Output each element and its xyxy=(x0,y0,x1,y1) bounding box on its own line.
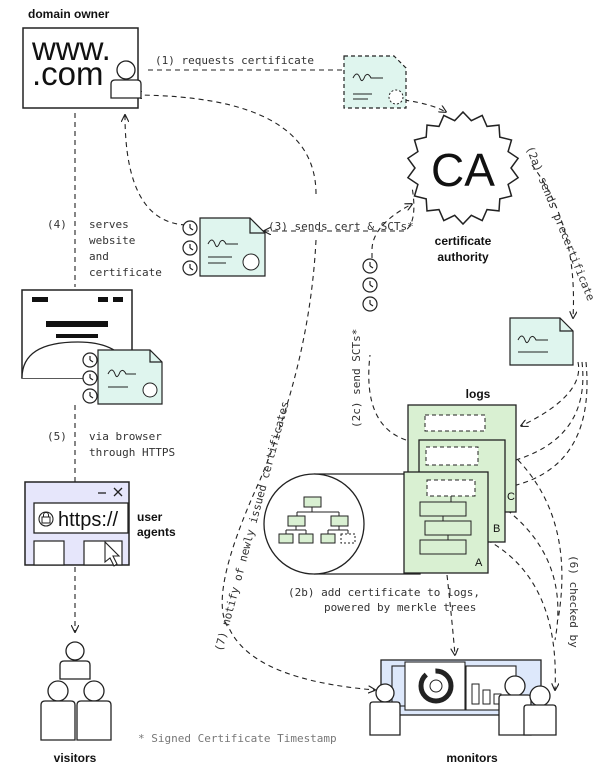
visitor-person-icon xyxy=(59,641,91,680)
arrow-ca-to-owner xyxy=(135,95,317,195)
browser-address-bar xyxy=(33,502,129,534)
step-2c-label: (2c) send SCTs* xyxy=(350,329,363,428)
monitor-person-icon xyxy=(369,683,401,736)
lock-icon xyxy=(38,511,54,527)
precertificate-icon xyxy=(509,317,574,366)
arrow-send-scts xyxy=(368,354,407,441)
log-c-letter: C xyxy=(507,491,515,503)
step-4-number: (4) xyxy=(47,218,67,231)
visitors-label: visitors xyxy=(54,751,97,765)
step-5-line1: via browser xyxy=(89,430,162,443)
website-illustration xyxy=(21,289,163,405)
log-a: A xyxy=(403,471,489,574)
domain-com-text: .com xyxy=(32,55,104,92)
arrow-send-cert xyxy=(264,186,415,231)
footnote: * Signed Certificate Timestamp xyxy=(138,732,337,745)
user-agent-browser: https:// xyxy=(24,481,130,567)
ca-label-line2: authority xyxy=(437,250,489,264)
sct-clock-icon xyxy=(182,240,198,256)
step-5-number: (5) xyxy=(47,430,67,443)
browser-url-text: https:// xyxy=(58,509,118,531)
user-agents-label-line2: agents xyxy=(137,525,176,539)
merkle-tree-icon xyxy=(278,496,356,544)
bar-chart-icon xyxy=(471,683,502,705)
sct-clock-icon xyxy=(362,277,378,293)
sct-clock-icon xyxy=(182,260,198,276)
requested-certificate-icon xyxy=(343,55,407,109)
arrow-logs-monitors xyxy=(446,574,455,655)
monitor-person-icon xyxy=(523,685,557,736)
svg-text:certificate: certificate xyxy=(89,266,162,279)
domain-owner-label: domain owner xyxy=(28,7,110,21)
merkle-tree-storage xyxy=(263,473,421,575)
svg-text:website: website xyxy=(89,234,135,247)
sct-clock-icon xyxy=(362,258,378,274)
certificate-authority: CA certificate authority xyxy=(406,110,520,264)
ca-logo-text: CA xyxy=(431,144,495,196)
visitor-person-icon xyxy=(40,680,76,741)
arrow-notify-monitors xyxy=(221,239,375,690)
log-a-letter: A xyxy=(475,557,483,569)
svg-text:serves: serves xyxy=(89,218,129,231)
sct-clock-icon xyxy=(362,296,378,312)
arrow-precert-log-a xyxy=(488,361,588,490)
step-4-text: serves website and certificate xyxy=(89,218,162,279)
step-3-label: (3) sends cert & SCTs* xyxy=(268,220,414,233)
step-5-line2: through HTTPS xyxy=(89,446,175,459)
arrow-precert-log-c xyxy=(521,361,580,426)
monitors-label: monitors xyxy=(446,751,498,765)
domain-owner: domain owner www. .com xyxy=(22,7,142,109)
visitor-person-icon xyxy=(76,680,112,741)
monitors-group xyxy=(369,659,557,736)
arrow-precert-log-b xyxy=(509,361,584,462)
step-1-label: (1) requests certificate xyxy=(155,54,314,67)
step-2b-line1: (2b) add certificate to logs, xyxy=(288,586,480,599)
step-6-label: (6) checked by xyxy=(567,555,580,648)
visitors-group xyxy=(40,641,112,741)
arrow-log-a-monitors xyxy=(486,539,555,690)
arrow-cert-up xyxy=(125,115,187,226)
ca-label-line1: certificate xyxy=(435,234,492,248)
logs-label: logs xyxy=(466,387,491,401)
svg-text:and: and xyxy=(89,250,109,263)
user-agents-label-line1: user xyxy=(137,510,163,524)
arrow-precertificate xyxy=(531,164,573,318)
arrow-log-c-monitors xyxy=(517,459,563,621)
step-2b-line2: powered by merkle trees xyxy=(324,601,476,614)
log-b-letter: B xyxy=(493,523,500,535)
connectors xyxy=(75,69,588,690)
step-2a-label: (2a) sends precertificate xyxy=(523,144,597,302)
domain-www-text: www. xyxy=(31,30,111,67)
sct-clock-icon xyxy=(182,220,198,236)
arrow-to-ca xyxy=(403,99,446,112)
issued-certificate-with-scts xyxy=(182,217,266,277)
ca-seal-icon xyxy=(406,110,520,226)
arrow-log-b-monitors xyxy=(506,509,559,641)
cursor-icon xyxy=(104,540,121,567)
arrow-scts-up xyxy=(371,204,412,258)
